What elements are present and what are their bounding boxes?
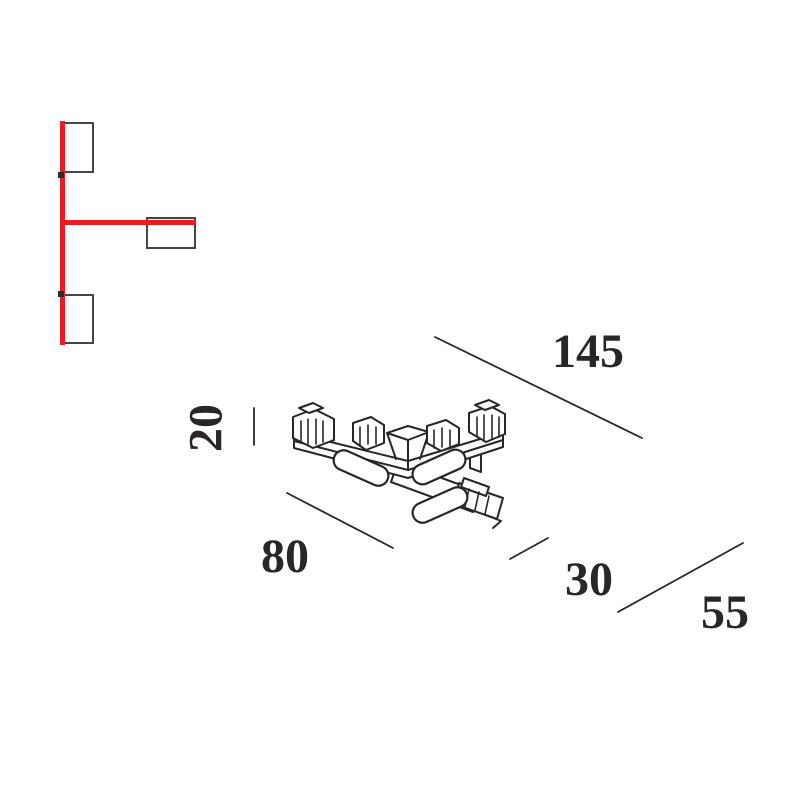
dimension-label-30: 30 <box>565 553 613 606</box>
dimension-30: 30 <box>509 537 613 606</box>
dimension-20: 20 <box>180 404 255 452</box>
center-ridge <box>386 425 430 471</box>
dimension-80: 80 <box>261 492 394 583</box>
fixture-rect-bottom <box>62 294 94 344</box>
dimension-label-55: 55 <box>701 586 749 639</box>
connector-drawing <box>292 399 506 529</box>
track-end-left <box>292 402 335 449</box>
track-line-vertical <box>60 121 65 345</box>
dimension-line-145 <box>434 336 643 439</box>
fixture-rect-top <box>60 122 94 173</box>
lens-leg <box>411 486 469 524</box>
track-node-top <box>58 172 64 178</box>
dimension-line-30 <box>509 537 549 560</box>
dimension-label-80: 80 <box>261 530 309 583</box>
dimension-145: 145 <box>434 325 643 439</box>
dimension-55: 55 <box>617 542 749 639</box>
track-line-horizontal <box>60 220 196 225</box>
dimension-line-80 <box>286 492 394 549</box>
track-end-right <box>468 399 506 443</box>
castle-right-mid <box>426 419 460 452</box>
track-node-bottom <box>58 291 64 297</box>
castle-left-mid <box>352 416 385 451</box>
dimension-line-55 <box>617 542 744 613</box>
dimension-label-20: 20 <box>180 404 233 452</box>
lens-left <box>332 449 390 487</box>
lens-right <box>411 448 467 486</box>
dimension-label-145: 145 <box>552 325 624 378</box>
t-layout-icon <box>58 121 196 345</box>
